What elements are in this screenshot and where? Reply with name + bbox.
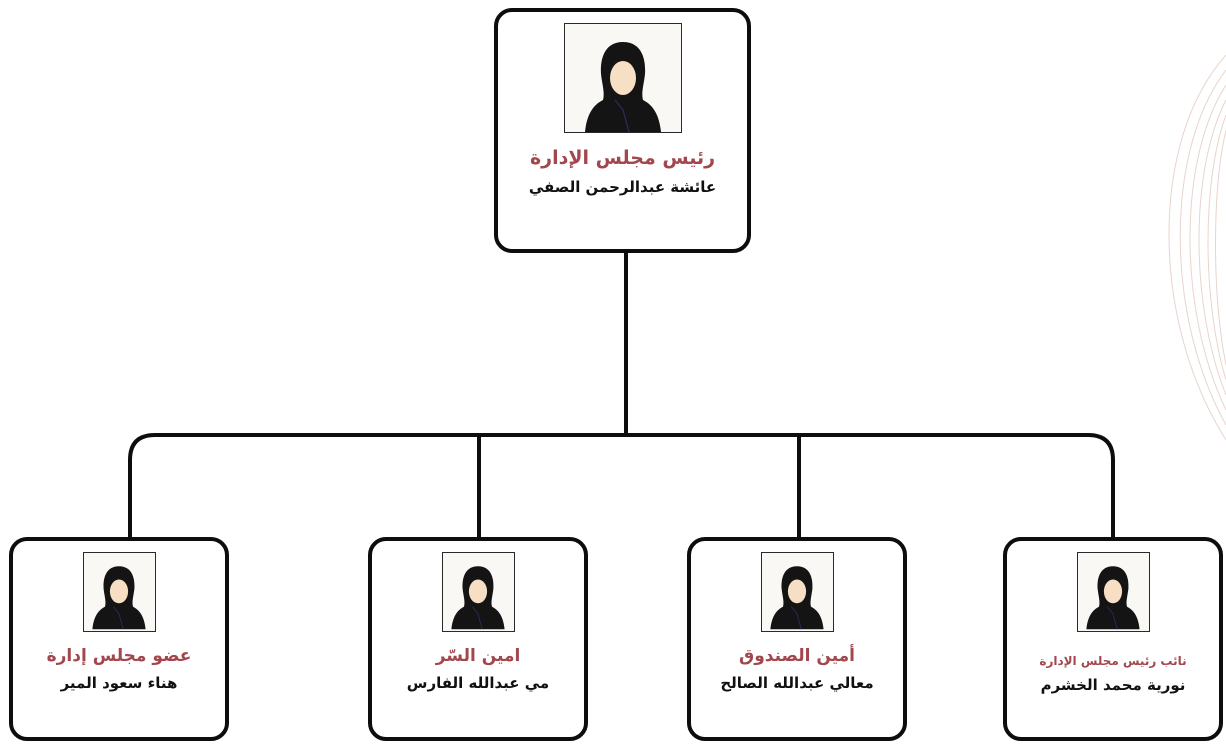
person-placeholder-icon <box>91 563 147 631</box>
person-placeholder-icon <box>450 563 506 631</box>
member-role: نائب رئيس مجلس الإدارة <box>1039 654 1187 668</box>
member-name: هناء سعود المير <box>60 674 178 692</box>
member-card-secretary: امين السّر مي عبدالله الفارس <box>368 537 588 741</box>
member-role: عضو مجلس إدارة <box>46 646 192 666</box>
chairman-name: عائشة عبدالرحمن الصفي <box>528 178 717 196</box>
member-photo <box>82 552 156 632</box>
member-name: نورية محمد الخشرم <box>1040 676 1186 694</box>
person-placeholder-icon <box>1085 563 1141 631</box>
member-card-vice-chairman: نائب رئيس مجلس الإدارة نورية محمد الخشرم <box>1003 537 1223 741</box>
chairman-role: رئيس مجلس الإدارة <box>529 147 716 169</box>
member-card-board-member: عضو مجلس إدارة هناء سعود المير <box>9 537 229 741</box>
person-placeholder-icon <box>583 40 663 132</box>
member-role: أمين الصندوق <box>739 646 855 666</box>
member-photo <box>1076 552 1150 632</box>
chairman-card: رئيس مجلس الإدارة عائشة عبدالرحمن الصفي <box>494 8 751 253</box>
member-card-treasurer: أمين الصندوق معالي عبدالله الصالح <box>687 537 907 741</box>
member-name: معالي عبدالله الصالح <box>720 674 874 692</box>
person-placeholder-icon <box>769 563 825 631</box>
chairman-photo <box>563 23 682 133</box>
member-name: مي عبدالله الفارس <box>406 674 550 692</box>
member-photo <box>441 552 515 632</box>
member-photo <box>760 552 834 632</box>
member-role: امين السّر <box>435 646 521 666</box>
